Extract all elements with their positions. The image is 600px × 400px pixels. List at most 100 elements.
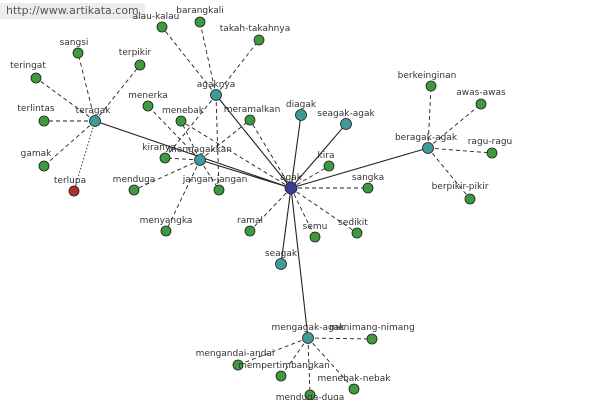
node-seagak[interactable] bbox=[275, 258, 287, 270]
node-menyangka[interactable] bbox=[160, 225, 172, 237]
node-agak[interactable] bbox=[284, 181, 298, 195]
node-sangka[interactable] bbox=[362, 182, 374, 194]
edge-agak-beragakagak bbox=[290, 147, 429, 189]
node-mendugaduga[interactable] bbox=[304, 389, 316, 400]
edge-agaknya-alaukalau bbox=[161, 26, 217, 96]
edge-mengagakagakan-menerka bbox=[147, 105, 201, 161]
edge-agak-mengagakagak bbox=[290, 187, 309, 339]
edge-agak-kira bbox=[290, 165, 330, 189]
node-label-meramalkan: meramalkan bbox=[224, 105, 281, 115]
node-menduga[interactable] bbox=[128, 184, 140, 196]
node-awasawas[interactable] bbox=[475, 98, 487, 110]
edge-layer bbox=[35, 21, 493, 396]
edge-agak-meramalkan bbox=[249, 119, 292, 189]
node-mengagakagakan[interactable] bbox=[194, 154, 206, 166]
node-mengandaiandai[interactable] bbox=[232, 359, 244, 371]
node-label-janganjangan: jangan-jangan bbox=[182, 175, 248, 185]
node-label-kira: kira bbox=[318, 151, 335, 161]
edge-teragak-teringat bbox=[35, 77, 96, 122]
node-diagak[interactable] bbox=[295, 109, 307, 121]
node-label-menyangka: menyangka bbox=[140, 216, 193, 226]
node-label-sangsi: sangsi bbox=[60, 38, 89, 48]
node-label-ramal: ramal bbox=[237, 216, 263, 226]
edge-mengagakagakan-kiranya bbox=[164, 157, 201, 161]
node-label-agak: agak bbox=[280, 173, 303, 183]
node-label-diagak: diagak bbox=[286, 100, 317, 110]
edge-agak-seagakagak bbox=[290, 123, 347, 189]
node-takahtakahnya[interactable] bbox=[253, 34, 265, 46]
edge-agak-ramal bbox=[249, 187, 292, 232]
node-agaknya[interactable] bbox=[210, 89, 222, 101]
edge-teragak-terpikir bbox=[94, 64, 141, 122]
node-label-menebaknebak: menebak-nebak bbox=[318, 374, 392, 384]
edge-agak-agaknya bbox=[215, 94, 292, 189]
node-label-terlupa: terlupa bbox=[54, 176, 86, 186]
node-berpikirpikir[interactable] bbox=[464, 193, 476, 205]
edge-agak-menebak bbox=[180, 120, 292, 189]
edge-teragak-gamak bbox=[43, 120, 96, 167]
node-mengagakagak[interactable] bbox=[302, 332, 314, 344]
edge-mengagakagak-menimangnimang bbox=[307, 337, 373, 340]
node-menebak[interactable] bbox=[175, 115, 187, 127]
node-label-mendugaduga: menduga-duga bbox=[276, 393, 345, 400]
node-label-beragakagak: beragak-agak bbox=[395, 133, 458, 143]
node-gamak[interactable] bbox=[38, 160, 50, 172]
edge-agak-mengagakagakan bbox=[199, 159, 292, 189]
node-label-alaukalau: alau-kalau bbox=[133, 12, 180, 22]
node-label-agaknya: agaknya bbox=[197, 80, 236, 90]
edge-teragak-terlupa bbox=[73, 120, 96, 192]
node-label-mengandaiandai: mengandai-andai bbox=[196, 349, 275, 359]
edge-beragakagak-berkeinginan bbox=[427, 85, 432, 149]
node-menebaknebak[interactable] bbox=[348, 383, 360, 395]
node-label-kiranya: kiranya bbox=[142, 143, 175, 153]
node-label-mengagakagakan: mengagakkan bbox=[168, 145, 232, 155]
node-terlintas[interactable] bbox=[38, 115, 50, 127]
node-barangkali[interactable] bbox=[194, 16, 206, 28]
node-ramal[interactable] bbox=[244, 225, 256, 237]
node-berkeinginan[interactable] bbox=[425, 80, 437, 92]
node-label-terpikir: terpikir bbox=[119, 48, 152, 58]
node-meramalkan[interactable] bbox=[244, 114, 256, 126]
edge-mengagakagak-mempertimbangkan bbox=[280, 337, 309, 377]
node-label-sedikit: sedikit bbox=[338, 218, 368, 228]
node-layer bbox=[30, 16, 498, 400]
node-alaukalau[interactable] bbox=[156, 21, 168, 33]
edge-agak-semu bbox=[290, 187, 316, 238]
node-sangsi[interactable] bbox=[72, 47, 84, 59]
node-janganjangan[interactable] bbox=[213, 184, 225, 196]
edge-agaknya-barangkali bbox=[199, 21, 217, 96]
edge-agak-seagak bbox=[280, 187, 292, 265]
node-sedikit[interactable] bbox=[351, 227, 363, 239]
node-label-raguragu: ragu-ragu bbox=[468, 137, 513, 147]
node-menimangnimang[interactable] bbox=[366, 333, 378, 345]
node-semu[interactable] bbox=[309, 231, 321, 243]
node-teragak[interactable] bbox=[89, 115, 101, 127]
node-mempertimbangkan[interactable] bbox=[275, 370, 287, 382]
node-terlupa[interactable] bbox=[68, 185, 80, 197]
node-terpikir[interactable] bbox=[134, 59, 146, 71]
node-label-takahtakahnya: takah-takahnya bbox=[220, 24, 290, 34]
edge-mengagakagakan-menebak bbox=[180, 120, 201, 161]
edge-mengagakagakan-janganjangan bbox=[199, 159, 220, 191]
node-label-menebak: menebak bbox=[162, 106, 205, 116]
edge-beragakagak-raguragu bbox=[427, 147, 493, 154]
node-label-berpikirpikir: berpikir-pikir bbox=[432, 182, 489, 192]
node-raguragu[interactable] bbox=[486, 147, 498, 159]
node-label-awasawas: awas-awas bbox=[456, 88, 506, 98]
node-menerka[interactable] bbox=[142, 100, 154, 112]
node-label-menerka: menerka bbox=[128, 91, 168, 101]
node-kira[interactable] bbox=[323, 160, 335, 172]
node-teringat[interactable] bbox=[30, 72, 42, 84]
node-label-terlintas: terlintas bbox=[17, 104, 55, 114]
node-seagakagak[interactable] bbox=[340, 118, 352, 130]
node-label-teragak: teragak bbox=[76, 106, 112, 116]
edge-mengagakagakan-menduga bbox=[133, 159, 201, 191]
watermark-url: http://www.artikata.com bbox=[0, 3, 145, 19]
node-label-mempertimbangkan: mempertimbangkan bbox=[238, 361, 330, 371]
node-beragakagak[interactable] bbox=[422, 142, 434, 154]
edge-agak-teragak bbox=[94, 120, 292, 189]
node-kiranya[interactable] bbox=[159, 152, 171, 164]
node-label-seagakagak: seagak-agak bbox=[317, 109, 375, 119]
